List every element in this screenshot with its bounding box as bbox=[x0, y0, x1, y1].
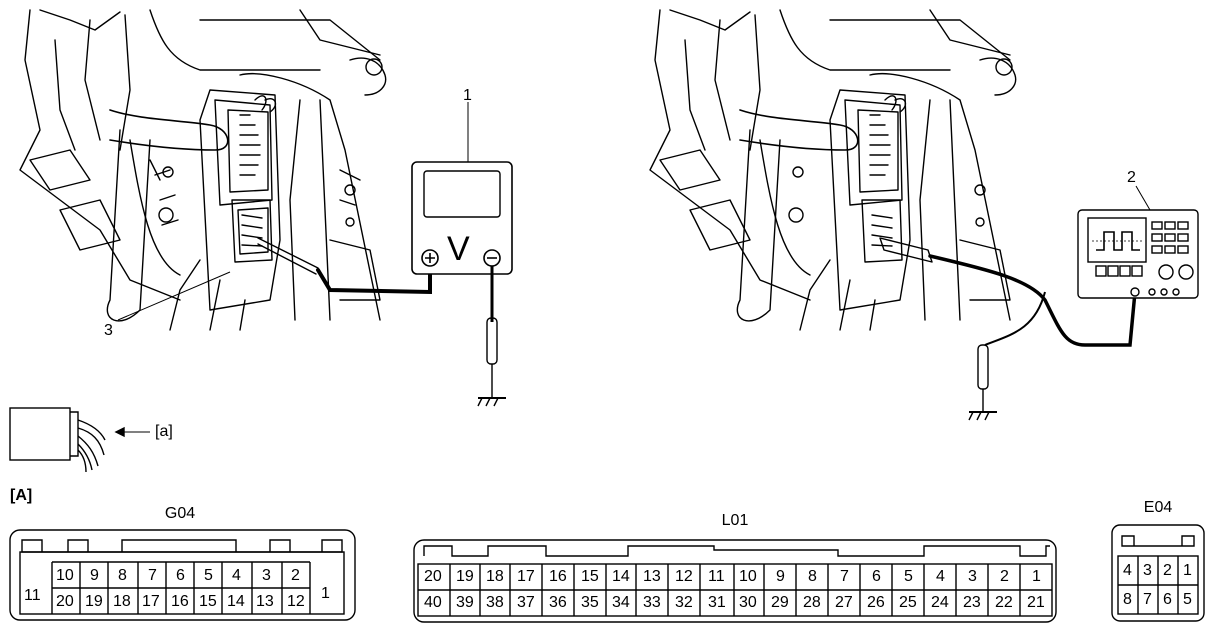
g04-pin: 3 bbox=[262, 567, 271, 584]
l01-pin: 38 bbox=[486, 594, 504, 611]
g04-pin: 2 bbox=[291, 567, 300, 584]
g04-right-pin: 1 bbox=[321, 585, 330, 602]
legend-arrow-text: [a] bbox=[155, 423, 173, 440]
l01-pin: 20 bbox=[424, 568, 442, 585]
e04-pin: 8 bbox=[1123, 591, 1132, 608]
l01-pin: 19 bbox=[456, 568, 474, 585]
g04-pin: 15 bbox=[199, 593, 217, 610]
l01-pin: 32 bbox=[675, 594, 693, 611]
l01-pin: 4 bbox=[936, 568, 945, 585]
l01-pin: 40 bbox=[424, 594, 442, 611]
e04-pin: 7 bbox=[1143, 591, 1152, 608]
g04-pin: 9 bbox=[90, 567, 99, 584]
l01-pin: 24 bbox=[931, 594, 949, 611]
ground-probe-right bbox=[968, 344, 997, 421]
l01-pin: 26 bbox=[867, 594, 885, 611]
l01-pin: 1 bbox=[1032, 568, 1041, 585]
connector-g04-title: G04 bbox=[164, 505, 196, 522]
e04-pin: 6 bbox=[1163, 591, 1172, 608]
g04-pin: 4 bbox=[232, 567, 241, 584]
l01-pin: 21 bbox=[1027, 594, 1045, 611]
voltmeter-icon bbox=[411, 161, 513, 275]
callout-ecm-connector: 3 bbox=[104, 322, 113, 339]
callout-oscilloscope: 2 bbox=[1127, 169, 1136, 186]
g04-pin: 18 bbox=[113, 593, 131, 610]
g04-pin: 13 bbox=[256, 593, 274, 610]
e04-pin: 4 bbox=[1123, 562, 1132, 579]
g04-pin: 12 bbox=[287, 593, 305, 610]
l01-pin: 35 bbox=[581, 594, 599, 611]
e04-pin: 5 bbox=[1183, 591, 1192, 608]
l01-pin: 30 bbox=[739, 594, 757, 611]
e04-pin: 3 bbox=[1143, 562, 1152, 579]
l01-pin: 14 bbox=[612, 568, 630, 585]
l01-pin: 33 bbox=[643, 594, 661, 611]
e04-pin: 1 bbox=[1183, 562, 1192, 579]
voltmeter-v-symbol: V bbox=[447, 230, 470, 268]
connector-g04 bbox=[9, 529, 356, 621]
g04-pin: 7 bbox=[148, 567, 157, 584]
l01-pin: 22 bbox=[995, 594, 1013, 611]
l01-pin: 5 bbox=[904, 568, 913, 585]
l01-pin: 16 bbox=[549, 568, 567, 585]
l01-pin: 6 bbox=[872, 568, 881, 585]
connector-l01-title: L01 bbox=[721, 512, 749, 529]
l01-pin: 29 bbox=[771, 594, 789, 611]
connector-e04 bbox=[1111, 524, 1205, 622]
l01-pin: 37 bbox=[517, 594, 535, 611]
l01-pin: 28 bbox=[803, 594, 821, 611]
l01-pin: 3 bbox=[968, 568, 977, 585]
l01-pin: 39 bbox=[456, 594, 474, 611]
l01-pin: 8 bbox=[808, 568, 817, 585]
g04-pin: 5 bbox=[204, 567, 213, 584]
l01-pin: 36 bbox=[549, 594, 567, 611]
g04-pin: 6 bbox=[176, 567, 185, 584]
g04-pin: 10 bbox=[56, 567, 74, 584]
l01-pin: 2 bbox=[1000, 568, 1009, 585]
l01-pin: 18 bbox=[486, 568, 504, 585]
l01-pin: 17 bbox=[517, 568, 535, 585]
g04-pin: 16 bbox=[171, 593, 189, 610]
ground-probe-left bbox=[477, 317, 506, 407]
l01-pin: 13 bbox=[643, 568, 661, 585]
l01-pin: 11 bbox=[708, 568, 725, 585]
callout-voltmeter: 1 bbox=[463, 87, 472, 104]
e04-pin: 2 bbox=[1163, 562, 1172, 579]
l01-pin: 34 bbox=[612, 594, 630, 611]
l01-pin: 12 bbox=[675, 568, 693, 585]
g04-pin: 20 bbox=[56, 593, 74, 610]
g04-pin: 14 bbox=[227, 593, 245, 610]
l01-pin: 27 bbox=[835, 594, 853, 611]
g04-pin: 19 bbox=[85, 593, 103, 610]
connector-view-label: [A] bbox=[10, 487, 33, 504]
l01-pin: 23 bbox=[963, 594, 981, 611]
g04-pin: 17 bbox=[142, 593, 160, 610]
l01-pin: 25 bbox=[899, 594, 917, 611]
g04-left-pin: 11 bbox=[24, 587, 41, 604]
l01-pin: 7 bbox=[840, 568, 849, 585]
connector-l01 bbox=[413, 539, 1057, 623]
l01-pin: 9 bbox=[776, 568, 785, 585]
l01-pin: 31 bbox=[708, 594, 726, 611]
l01-pin: 10 bbox=[739, 568, 757, 585]
l01-pin: 15 bbox=[581, 568, 599, 585]
g04-pin: 8 bbox=[118, 567, 127, 584]
connector-e04-title: E04 bbox=[1143, 499, 1173, 516]
oscilloscope-icon bbox=[1077, 209, 1199, 299]
